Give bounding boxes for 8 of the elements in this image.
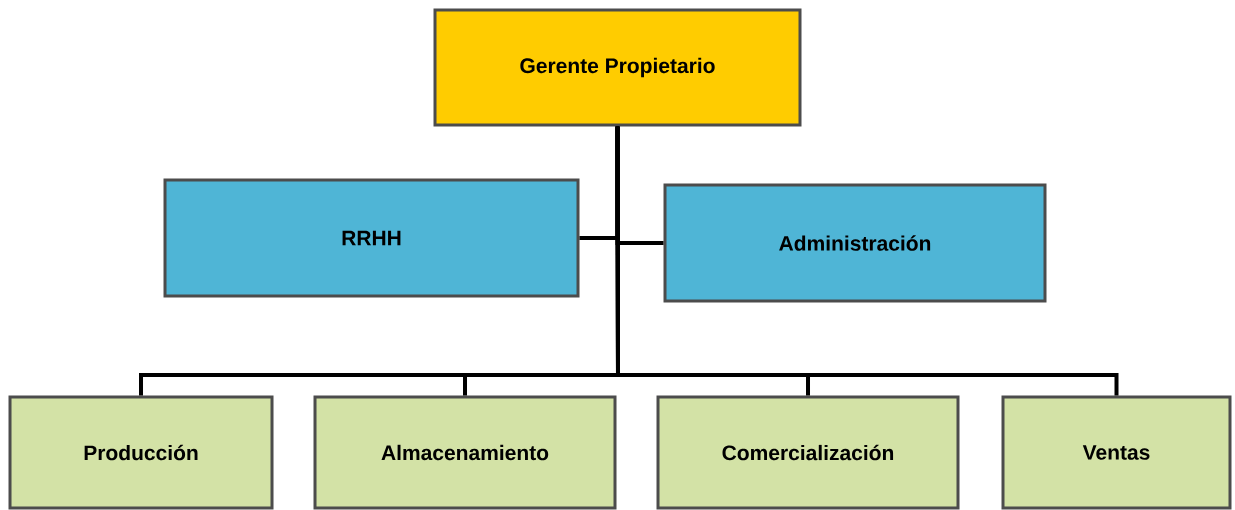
unit-box: Almacenamiento	[313, 395, 617, 510]
unit-box: Ventas	[1001, 395, 1232, 510]
manager-box: Gerente Propietario	[433, 8, 802, 127]
department-box: Administración	[663, 183, 1047, 303]
connector-line	[615, 126, 1119, 396]
unit-box: Producción	[8, 395, 274, 510]
department-box: RRHH	[163, 178, 580, 298]
unit-box: Comercialización	[656, 395, 960, 510]
